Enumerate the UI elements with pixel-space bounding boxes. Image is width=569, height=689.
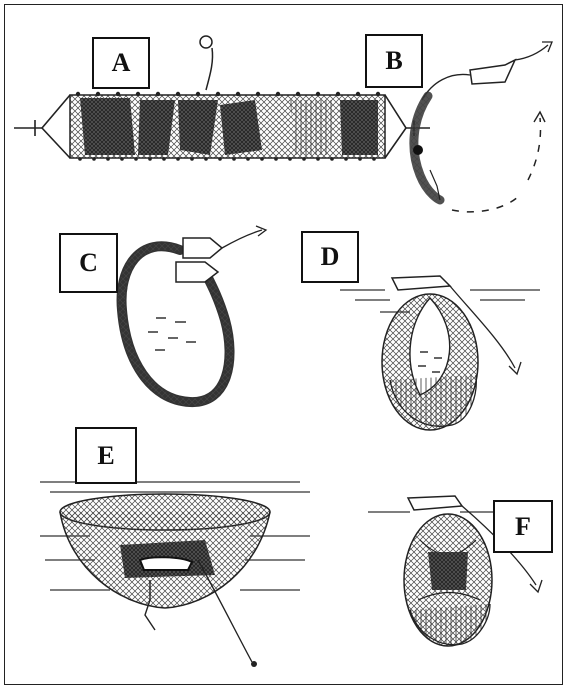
boat-icon xyxy=(470,60,515,84)
buoy-icon xyxy=(200,36,212,48)
panel-label-f: F xyxy=(493,500,553,553)
panel-label-a: A xyxy=(92,37,150,89)
panel-d-pursing-diagram xyxy=(340,276,540,430)
panel-label-b: B xyxy=(365,34,423,88)
boat-icon xyxy=(392,276,450,290)
panel-label-d: D xyxy=(301,231,359,283)
panel-label-e: E xyxy=(75,427,137,484)
boat-icon xyxy=(183,238,222,258)
panel-c-encircle-diagram xyxy=(122,226,266,402)
panel-e-haul-diagram xyxy=(40,482,310,667)
panel-label-c: C xyxy=(59,233,118,293)
panel-b-deploy-diagram xyxy=(413,42,552,212)
boat-icon xyxy=(408,496,462,510)
fish-school-icon xyxy=(148,318,196,350)
